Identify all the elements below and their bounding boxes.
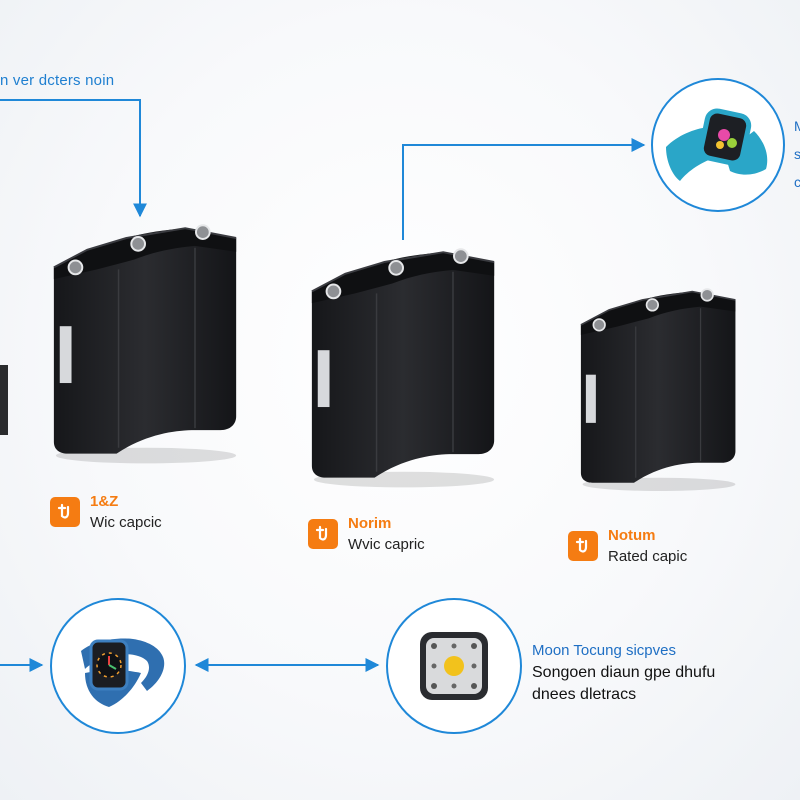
fitness-band-icon — [666, 108, 768, 181]
battery-edge-partial — [0, 365, 8, 435]
bolt-icon — [308, 519, 338, 549]
sensor-chip-circle — [386, 598, 522, 734]
fitness-band-circle — [651, 78, 785, 212]
spec-left: 1&Z Wic capcic — [50, 494, 162, 530]
smartwatch-circle — [50, 598, 186, 734]
description-line-2: dnees dletracs — [532, 686, 637, 703]
spec-right: Notum Rated capic — [568, 528, 687, 564]
bolt-glyph — [575, 537, 588, 553]
description-block: Moon Tocung sicpves Songoen diaun gpe dh… — [532, 640, 715, 706]
battery-cell-icon — [311, 248, 495, 488]
battery-middle — [306, 230, 502, 490]
arrow-battery-to-band — [402, 138, 646, 240]
arrow-caption-to-battery — [0, 99, 147, 218]
battery-cell-icon — [53, 224, 237, 464]
description-line-1: Songoen diaun gpe dhufu — [532, 664, 716, 681]
battery-cell-icon — [580, 288, 736, 491]
bolt-icon — [50, 497, 80, 527]
battery-right — [564, 275, 754, 491]
spec-title: 1&Z — [90, 493, 119, 510]
bolt-glyph — [315, 525, 328, 541]
spec-title: Norim — [348, 515, 392, 532]
spec-middle: Norim Wvic capric — [308, 516, 425, 552]
bolt-icon — [568, 531, 598, 561]
description-title: Moon Tocung sicpves — [532, 642, 676, 659]
bolt-glyph — [57, 503, 70, 519]
smartwatch-icon — [81, 638, 165, 707]
spec-title: Notum — [608, 527, 656, 544]
sensor-chip-icon — [420, 632, 488, 700]
battery-left — [48, 205, 244, 467]
top-caption: n ver dcters noin — [0, 72, 115, 89]
spec-subtitle: Rated capic — [608, 548, 688, 565]
spec-subtitle: Wvic capric — [348, 536, 425, 553]
spec-subtitle: Wic capcic — [90, 514, 162, 531]
